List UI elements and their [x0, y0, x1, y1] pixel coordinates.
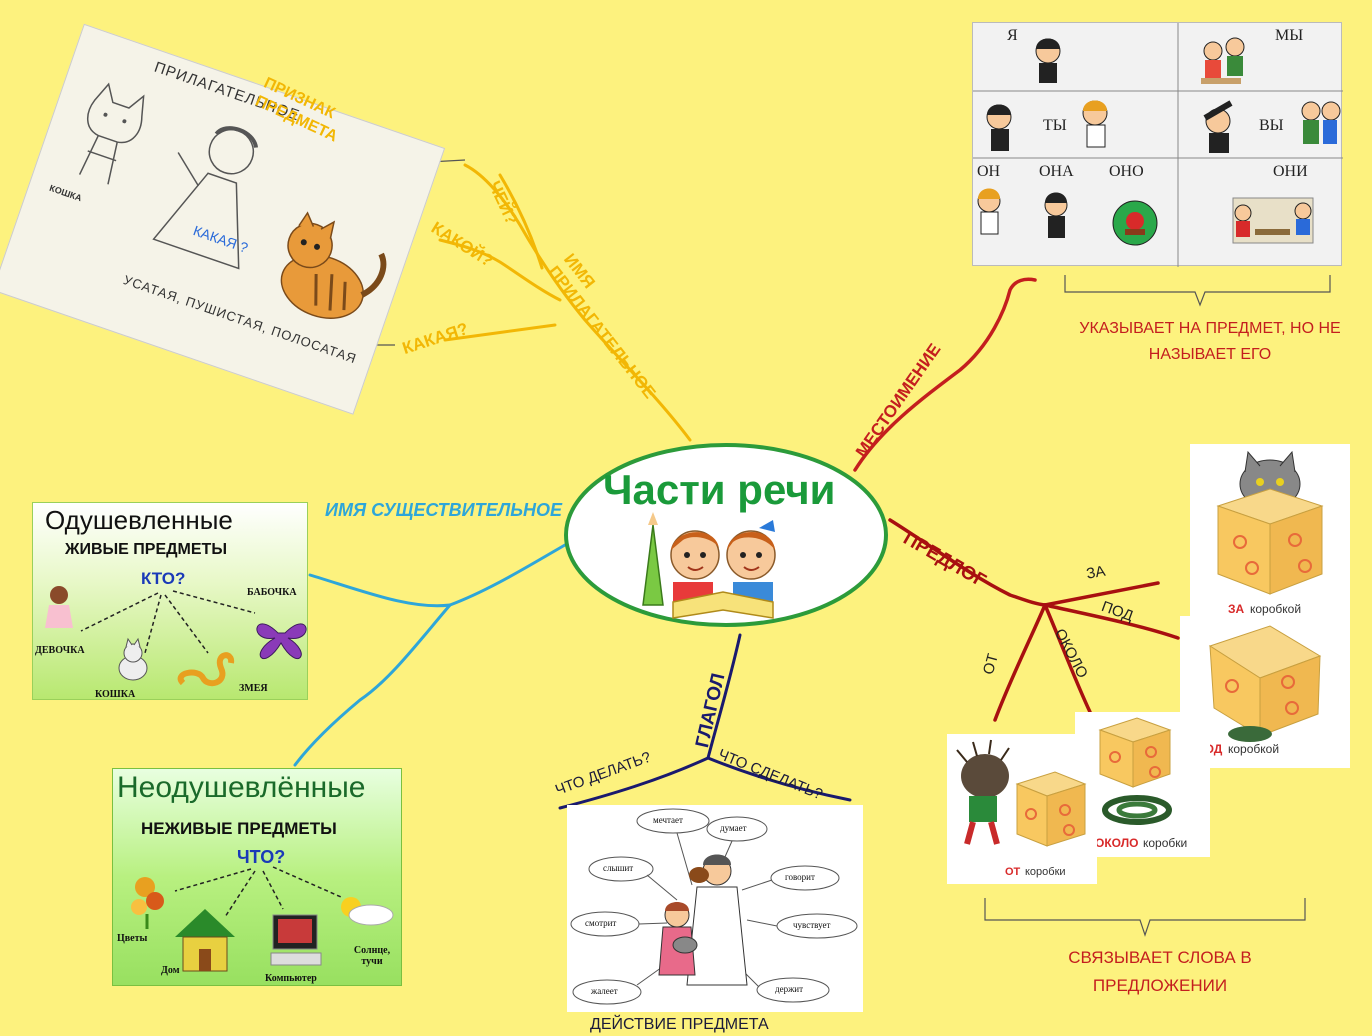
- pronoun-bracket: [1064, 275, 1331, 307]
- pronoun-vy: ВЫ: [1259, 117, 1284, 134]
- preposition-ot-line: [993, 603, 1047, 722]
- preposition-card-okolo: ОКОЛО коробки: [1075, 712, 1210, 857]
- noun-animate-item-snake: ЗМЕЯ: [239, 683, 268, 694]
- girl-sketch-icon: [152, 126, 259, 270]
- preposition-pod-line: [1043, 603, 1180, 640]
- pronoun-caption: УКАЗЫВАЕТ НА ПРЕДМЕТ, НО НЕ НАЗЫВАЕТ ЕГО: [1079, 320, 1341, 363]
- verb-branch-lines: [558, 633, 852, 810]
- preposition-okolo-line: [1043, 603, 1092, 714]
- adjective-sub-branch-top: [498, 173, 544, 270]
- children-reading-illustration: [642, 512, 776, 619]
- noun-animate-item-cat: КОШКА: [95, 689, 136, 700]
- striped-cat-icon: [280, 211, 387, 319]
- pronoun-grid-lines: [973, 23, 1343, 267]
- preposition-caption: СВЯЗЫВАЕТ СЛОВА В ПРЕДЛОЖЕНИИ: [1068, 948, 1252, 995]
- noun-branch-lines: [293, 543, 567, 767]
- noun-inanimate-title: Неодушевлённые: [117, 771, 366, 804]
- verb-bubble-hears: слышит: [603, 863, 634, 873]
- noun-animate-subtitle: ЖИВЫЕ ПРЕДМЕТЫ: [65, 541, 227, 558]
- verb-bubble-dreams: мечтает: [653, 815, 683, 825]
- verb-do-line: [558, 756, 710, 810]
- verb-bubble-looks: смотрит: [585, 918, 617, 928]
- preposition-za-line: [1043, 581, 1160, 607]
- noun-animate-arrows: [45, 586, 307, 687]
- preposition-card-ot-prep: ОТ: [1005, 866, 1021, 878]
- preposition-card-pod: ПОД коробкой: [1180, 616, 1350, 768]
- center-node: Части речи: [563, 442, 889, 628]
- pronoun-on: ОН: [977, 163, 1001, 180]
- noun-inanimate-item-sun: Солнце, тучи: [353, 945, 391, 967]
- noun-branch-label: ИМЯ СУЩЕСТВИТЕЛЬНОЕ: [325, 500, 562, 520]
- noun-branch-inanimate: [293, 603, 452, 767]
- verb-bubbles-illustration: [570, 808, 858, 1005]
- preposition-branch-lines: [888, 518, 1180, 722]
- verb-caption: ДЕЙСТВИЕ ПРЕДМЕТА: [590, 1016, 769, 1033]
- cat-sketch-icon: [78, 82, 145, 185]
- pronoun-oni: ОНИ: [1273, 163, 1308, 180]
- preposition-card-ot: ОТ коробки: [947, 734, 1097, 884]
- verb-bubble-feels: чувствует: [793, 920, 831, 930]
- pronoun-branch-line: [853, 277, 1037, 472]
- noun-inanimate-question: ЧТО?: [237, 847, 286, 867]
- noun-inanimate-card: Неодушевлённые НЕЖИВЫЕ ПРЕДМЕТЫ ЧТО? Цве…: [112, 768, 402, 986]
- pronoun-people-icons: [977, 37, 1341, 246]
- adjective-sub-branch: [438, 238, 562, 302]
- adjective-branch-lines: [438, 163, 692, 442]
- noun-inanimate-item-computer: Компьютер: [265, 973, 317, 984]
- verb-card: мечтает думает слышит говорит смотрит чу…: [567, 805, 863, 1012]
- preposition-card-za-noun: коробкой: [1250, 602, 1302, 616]
- preposition-card-ot-noun: коробки: [1025, 866, 1066, 878]
- verb-done-line: [706, 756, 852, 802]
- adjective-main-branch: [463, 163, 692, 442]
- noun-inanimate-arrows: [131, 866, 394, 972]
- noun-animate-title: Одушевленные: [45, 505, 233, 535]
- adjective-card: ПРИЛАГАТЕЛЬНОЕ КОШКА КАКАЯ ? УСАТАЯ, ПУШ…: [0, 23, 446, 415]
- noun-animate-question: КТО?: [141, 569, 186, 588]
- pronoun-ty: ТЫ: [1043, 117, 1067, 134]
- preposition-card-za: ЗА коробкой: [1190, 444, 1350, 626]
- preposition-card-okolo-noun: коробки: [1143, 836, 1188, 850]
- noun-inanimate-item-flowers: Цветы: [117, 933, 148, 944]
- preposition-bracket: [984, 898, 1306, 937]
- noun-inanimate-item-house: Дом: [161, 965, 180, 976]
- preposition-card-za-prep: ЗА: [1228, 602, 1245, 616]
- verb-bubble-speaks: говорит: [785, 872, 815, 882]
- box-under-icon: [1208, 625, 1322, 742]
- pronoun-my: МЫ: [1275, 27, 1304, 44]
- verb-bubble-pities: жалеет: [591, 986, 618, 996]
- noun-animate-item-butterfly: БАБОЧКА: [247, 587, 297, 598]
- noun-animate-item-girl: ДЕВОЧКА: [35, 645, 85, 656]
- verb-main-branch: [706, 633, 742, 760]
- center-title: Части речи: [603, 466, 836, 513]
- noun-branch-animate: [308, 543, 567, 608]
- box-hedgehog-icon: [956, 739, 1087, 847]
- adjective-sub-branch-low: [443, 323, 557, 342]
- preposition-branch-za: ЗА: [1085, 562, 1107, 583]
- noun-inanimate-subtitle: НЕЖИВЫЕ ПРЕДМЕТЫ: [141, 819, 337, 838]
- pronoun-ono: ОНО: [1109, 163, 1144, 180]
- verb-bubble-thinks: думает: [720, 823, 747, 833]
- noun-animate-card: Одушевленные ЖИВЫЕ ПРЕДМЕТЫ КТО? ДЕВОЧКА…: [32, 502, 308, 700]
- box-snake-icon: [1098, 717, 1172, 825]
- verb-bubble-holds: держит: [775, 984, 804, 994]
- pronoun-ona: ОНА: [1039, 163, 1074, 180]
- pronoun-ya: Я: [1007, 27, 1018, 44]
- box-cat-icon: [1216, 450, 1324, 595]
- preposition-card-pod-noun: коробкой: [1228, 742, 1280, 756]
- pronoun-grid-card: Я МЫ ТЫ ВЫ ОН ОНА ОНО ОНИ: [972, 22, 1343, 267]
- preposition-main-branch: [888, 518, 1047, 607]
- preposition-card-okolo-prep: ОКОЛО: [1095, 836, 1139, 850]
